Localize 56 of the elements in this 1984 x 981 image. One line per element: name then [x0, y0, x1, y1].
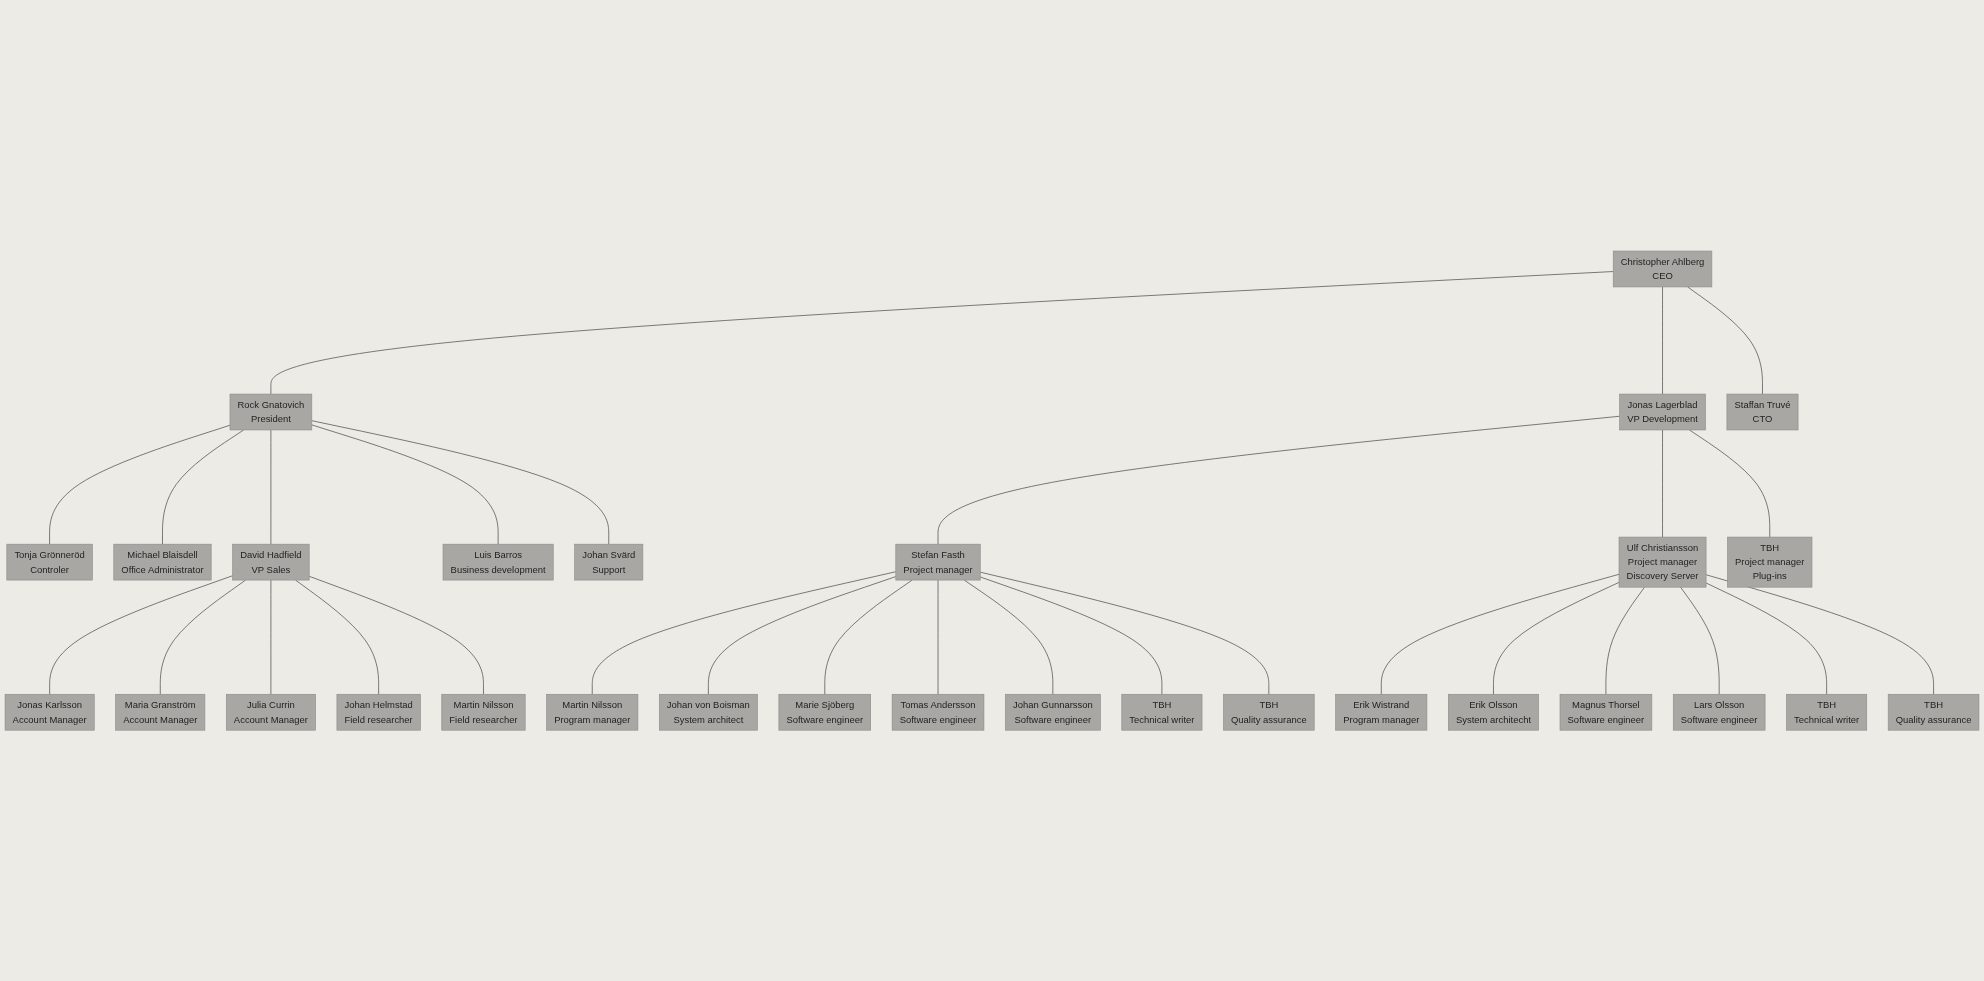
node-box: TBH Quality assurance — [1223, 693, 1315, 731]
connector — [162, 429, 244, 545]
connector — [311, 424, 499, 545]
connector — [295, 579, 379, 695]
connector — [708, 576, 897, 695]
node-box: Rock Gnatovich President — [229, 393, 313, 431]
node-box: David Hadfield VP Sales — [232, 543, 310, 581]
connector — [49, 575, 233, 695]
connector — [963, 579, 1054, 695]
connector — [1705, 574, 1934, 695]
node-box: Magnus Thorsel Software engineer — [1559, 693, 1653, 731]
connector — [937, 415, 1620, 545]
node-box: Johan von Boisman System architect — [659, 693, 758, 731]
connector — [308, 575, 484, 695]
node-box: Johan Gunnarsson Software engineer — [1005, 693, 1101, 731]
connector — [1687, 286, 1763, 395]
connector — [979, 571, 1270, 695]
connector — [1662, 286, 1663, 395]
connector — [591, 571, 897, 695]
connector — [1605, 586, 1645, 695]
node-box: Lars Olsson Software engineer — [1672, 693, 1766, 731]
node-box: Stefan Fasth Project manager — [895, 543, 981, 581]
node-box: Johan Svärd Support — [574, 543, 644, 581]
node-box: Martin Nilsson Program manager — [546, 693, 639, 731]
node-box: TBH Quality assurance — [1887, 693, 1980, 731]
connector — [824, 579, 913, 695]
node-box: TBH Technical writer — [1786, 693, 1868, 731]
connector — [49, 424, 231, 545]
connector — [1493, 581, 1620, 695]
node-box: Tonja Grönneröd Controler — [6, 543, 93, 581]
node-box: Christopher Ahlberg CEO — [1612, 250, 1713, 288]
node-box: TBH Technical writer — [1121, 693, 1203, 731]
connector — [1680, 586, 1720, 695]
node-box: Jonas Lagerblad VP Development — [1619, 393, 1706, 431]
node-box: Julia Currin Account Manager — [226, 693, 316, 731]
connector — [159, 579, 246, 695]
connector — [1662, 429, 1663, 538]
node-box: Michael Blaisdell Office Administrator — [113, 543, 212, 581]
node-box: Erik Wistrand Program manager — [1335, 693, 1428, 731]
connector — [270, 271, 1614, 395]
node-box: TBH Project manager Plug-ins — [1727, 536, 1813, 588]
node-box: Erik Olsson System architecht — [1448, 693, 1539, 731]
node-box: Staffan Truvé CTO — [1726, 393, 1799, 431]
node-box: Luis Barros Business development — [442, 543, 554, 581]
connector — [1689, 429, 1771, 538]
connector — [1380, 573, 1620, 695]
node-box: Jonas Karlsson Account Manager — [4, 693, 95, 731]
node-box: Maria Granström Account Manager — [115, 693, 206, 731]
connector — [1705, 582, 1827, 695]
connector — [979, 576, 1163, 695]
node-box: Martin Nilsson Field researcher — [441, 693, 526, 731]
node-box: Marie Sjöberg Software engineer — [778, 693, 871, 731]
connector — [311, 420, 610, 545]
node-box: Johan Helmstad Field researcher — [336, 693, 421, 731]
node-box: Ulf Christiansson Project manager Discovery Server — [1618, 536, 1707, 588]
node-box: Tomas Andersson Software engineer — [891, 693, 985, 731]
